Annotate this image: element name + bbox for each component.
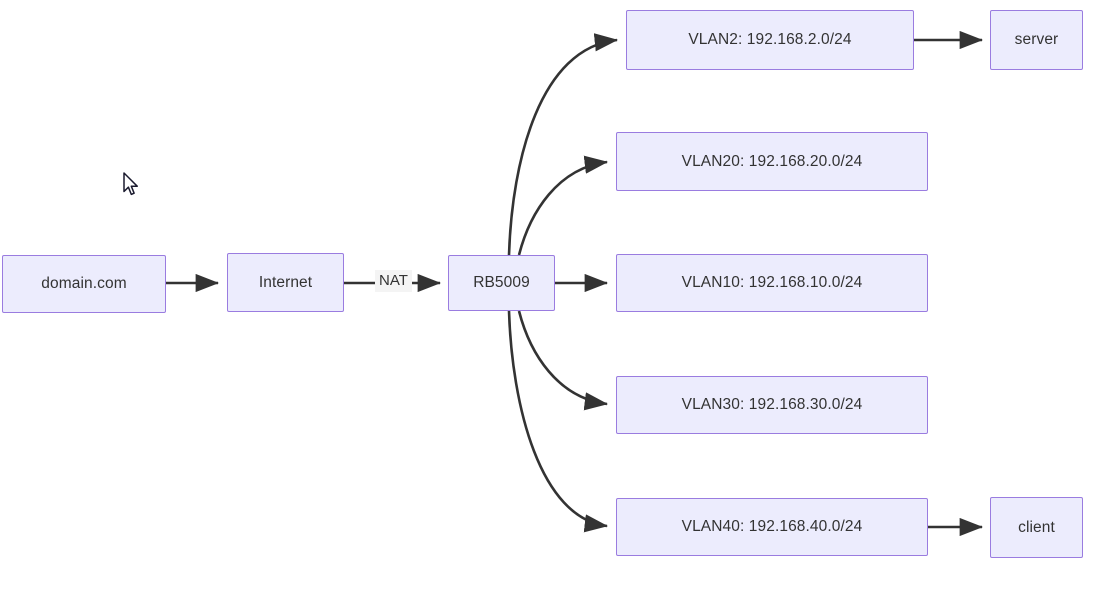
node-vlan30[interactable]: VLAN30: 192.168.30.0/24 [616,376,928,434]
node-vlan40[interactable]: VLAN40: 192.168.40.0/24 [616,498,928,556]
node-server[interactable]: server [990,10,1083,70]
node-vlan20[interactable]: VLAN20: 192.168.20.0/24 [616,132,928,191]
edge-router-to-vlan40 [507,310,609,533]
node-vlan2[interactable]: VLAN2: 192.168.2.0/24 [626,10,914,70]
node-internet[interactable]: Internet [227,253,344,312]
edge-router-to-vlan20 [517,155,609,256]
node-vlan10[interactable]: VLAN10: 192.168.10.0/24 [616,254,928,312]
edge-router-to-vlan30 [517,310,609,411]
node-client[interactable]: client [990,497,1083,558]
node-rb5009-router[interactable]: RB5009 [448,255,555,311]
edge-label-nat: NAT [375,270,412,292]
mouse-pointer-icon [123,172,138,196]
edge-router-to-vlan2 [507,33,619,256]
node-domain[interactable]: domain.com [2,255,166,313]
